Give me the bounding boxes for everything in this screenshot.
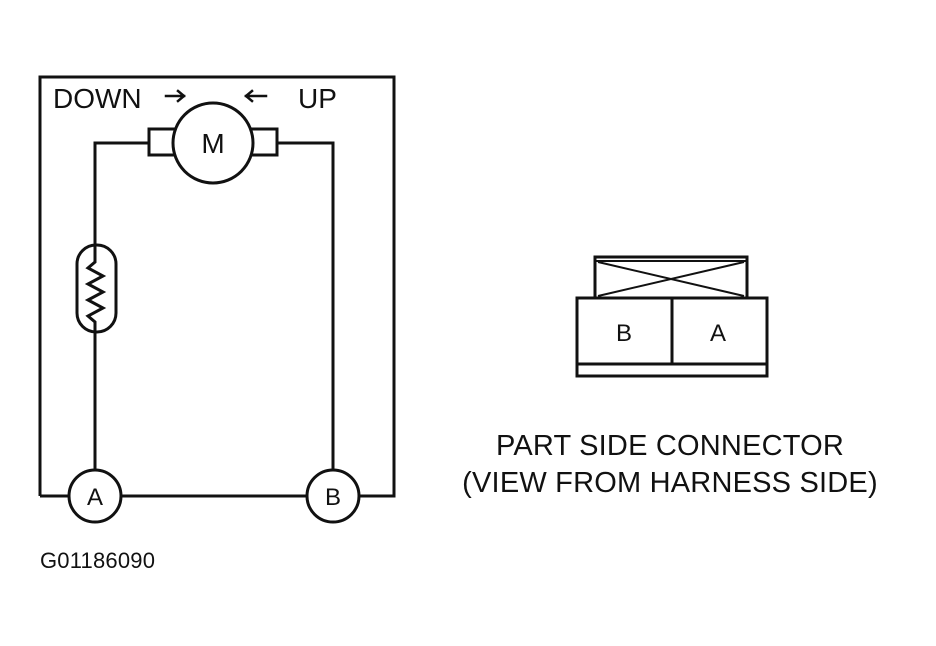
terminal-a-label: A: [87, 484, 103, 511]
connector-lock-cross: [595, 260, 747, 297]
terminal-b-circle: [305, 468, 361, 524]
motor-left-brush: [147, 127, 177, 157]
down-label: DOWN: [53, 83, 142, 114]
right-inner-wire: [274, 141, 335, 470]
terminal-b-label: B: [325, 484, 341, 511]
motor-right-brush: [249, 127, 279, 157]
left-inner-wire: [93, 141, 151, 470]
terminal-a-circle: [67, 468, 123, 524]
outer-circuit-frame: [38, 75, 396, 498]
figure-id: G01186090: [40, 548, 156, 573]
down-arrow-icon: [164, 89, 186, 103]
motor-symbol: [171, 101, 255, 185]
connector-pin-a: A: [710, 320, 726, 347]
resistor-zigzag-icon: [84, 245, 107, 332]
motor-label: M: [201, 128, 224, 159]
up-arrow-icon: [244, 89, 268, 103]
up-label: UP: [298, 83, 337, 114]
connector-caption: PART SIDE CONNECTOR (VIEW FROM HARNESS S…: [432, 428, 908, 502]
connector-caption-line-2: (VIEW FROM HARNESS SIDE): [462, 467, 878, 499]
part-side-connector-drawing: B A: [575, 255, 769, 378]
connector-caption-line-1: PART SIDE CONNECTOR: [495, 430, 845, 462]
connector-pin-b: B: [616, 320, 632, 347]
